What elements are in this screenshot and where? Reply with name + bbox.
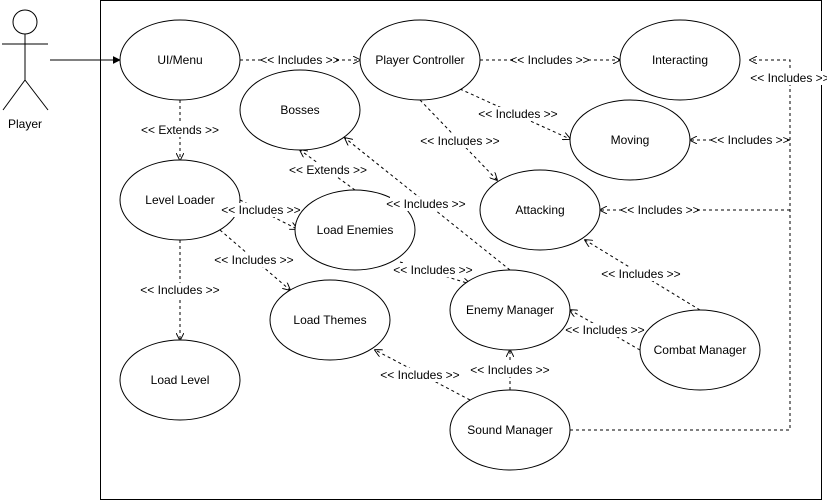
svg-text:<< Includes >>: << Includes >> [221, 203, 300, 217]
svg-text:<< Includes >>: << Includes >> [710, 133, 789, 147]
svg-text:<< Includes >>: << Includes >> [750, 71, 827, 85]
label-includes-pc-moving: << Includes >> [478, 107, 558, 121]
label-includes-ll-level: << Includes >> [140, 283, 220, 297]
label-includes-moving-right: << Includes >> [710, 133, 790, 147]
svg-text:Combat Manager: Combat Manager [654, 343, 747, 357]
edge-em-bosses [345, 138, 511, 271]
svg-text:Player Controller: Player Controller [375, 53, 464, 67]
actor-label: Player [8, 117, 42, 131]
use-case-ui-menu[interactable]: UI/Menu [119, 19, 241, 101]
edge-cm-enemy-manager [570, 310, 641, 351]
svg-text:<< Extends >>: << Extends >> [289, 163, 367, 177]
svg-text:<< Includes >>: << Includes >> [214, 253, 293, 267]
label-extends-le-bosses: << Extends >> [289, 163, 367, 177]
svg-text:Level Loader: Level Loader [145, 193, 214, 207]
use-case-load-enemies[interactable]: Load Enemies [294, 189, 416, 271]
actor-head [12, 9, 38, 35]
label-includes-interacting-right: << Includes >> [750, 71, 827, 85]
use-case-level-loader[interactable]: Level Loader [119, 159, 241, 241]
actor-player[interactable]: Player [2, 9, 49, 131]
svg-text:Load Enemies: Load Enemies [317, 223, 394, 237]
edge-le-bosses [300, 150, 356, 191]
use-case-enemy-manager[interactable]: Enemy Manager [449, 269, 571, 351]
use-case-load-themes[interactable]: Load Themes [269, 279, 391, 361]
svg-text:<< Extends >>: << Extends >> [141, 123, 219, 137]
use-case-load-level[interactable]: Load Level [119, 339, 241, 421]
label-extends-ui-ll: << Extends >> [141, 123, 219, 137]
svg-text:<< Includes >>: << Includes >> [260, 53, 339, 67]
svg-text:UI/Menu: UI/Menu [157, 53, 202, 67]
label-includes-em-bosses: << Includes >> [386, 197, 466, 211]
svg-text:<< Includes >>: << Includes >> [510, 53, 589, 67]
label-includes-pc-interacting: << Includes >> [510, 53, 590, 67]
label-includes-cm-em: << Includes >> [565, 323, 645, 337]
use-case-bosses[interactable]: Bosses [239, 69, 361, 151]
label-includes-cm-attacking: << Includes >> [601, 267, 681, 281]
label-includes-ll-themes: << Includes >> [214, 253, 294, 267]
label-includes-sm-em: << Includes >> [470, 363, 550, 377]
svg-text:<< Includes >>: << Includes >> [420, 134, 499, 148]
label-includes-le-em: << Includes >> [393, 263, 473, 277]
use-case-sound-manager[interactable]: Sound Manager [449, 389, 571, 471]
svg-text:<< Includes >>: << Includes >> [620, 203, 699, 217]
svg-text:Load Themes: Load Themes [293, 313, 366, 327]
svg-text:<< Includes >>: << Includes >> [386, 197, 465, 211]
svg-text:<< Includes >>: << Includes >> [393, 263, 472, 277]
use-case-moving[interactable]: Moving [569, 99, 691, 181]
svg-text:Interacting: Interacting [652, 53, 708, 67]
label-includes-ui-pc: << Includes >> [260, 53, 340, 67]
svg-text:<< Includes >>: << Includes >> [470, 363, 549, 377]
svg-text:Enemy Manager: Enemy Manager [466, 303, 554, 317]
label-includes-ll-le: << Includes >> [221, 203, 301, 217]
label-includes-pc-attacking: << Includes >> [420, 134, 500, 148]
label-includes-sm-themes: << Includes >> [380, 368, 460, 382]
use-case-combat-manager[interactable]: Combat Manager [639, 309, 761, 391]
use-case-interacting[interactable]: Interacting [619, 19, 741, 101]
svg-text:<< Includes >>: << Includes >> [565, 323, 644, 337]
svg-text:Attacking: Attacking [515, 203, 564, 217]
use-case-player-controller[interactable]: Player Controller [359, 19, 481, 101]
use-case-attacking[interactable]: Attacking [479, 169, 601, 251]
svg-text:<< Includes >>: << Includes >> [140, 283, 219, 297]
svg-text:<< Includes >>: << Includes >> [601, 267, 680, 281]
svg-text:Load Level: Load Level [151, 373, 210, 387]
svg-text:Moving: Moving [611, 133, 650, 147]
label-includes-attacking-right: << Includes >> [620, 203, 700, 217]
svg-text:Bosses: Bosses [280, 103, 319, 117]
svg-text:<< Includes >>: << Includes >> [478, 107, 557, 121]
svg-text:<< Includes >>: << Includes >> [380, 368, 459, 382]
edge-sm-interacting [570, 60, 791, 431]
svg-text:Sound Manager: Sound Manager [467, 423, 552, 437]
